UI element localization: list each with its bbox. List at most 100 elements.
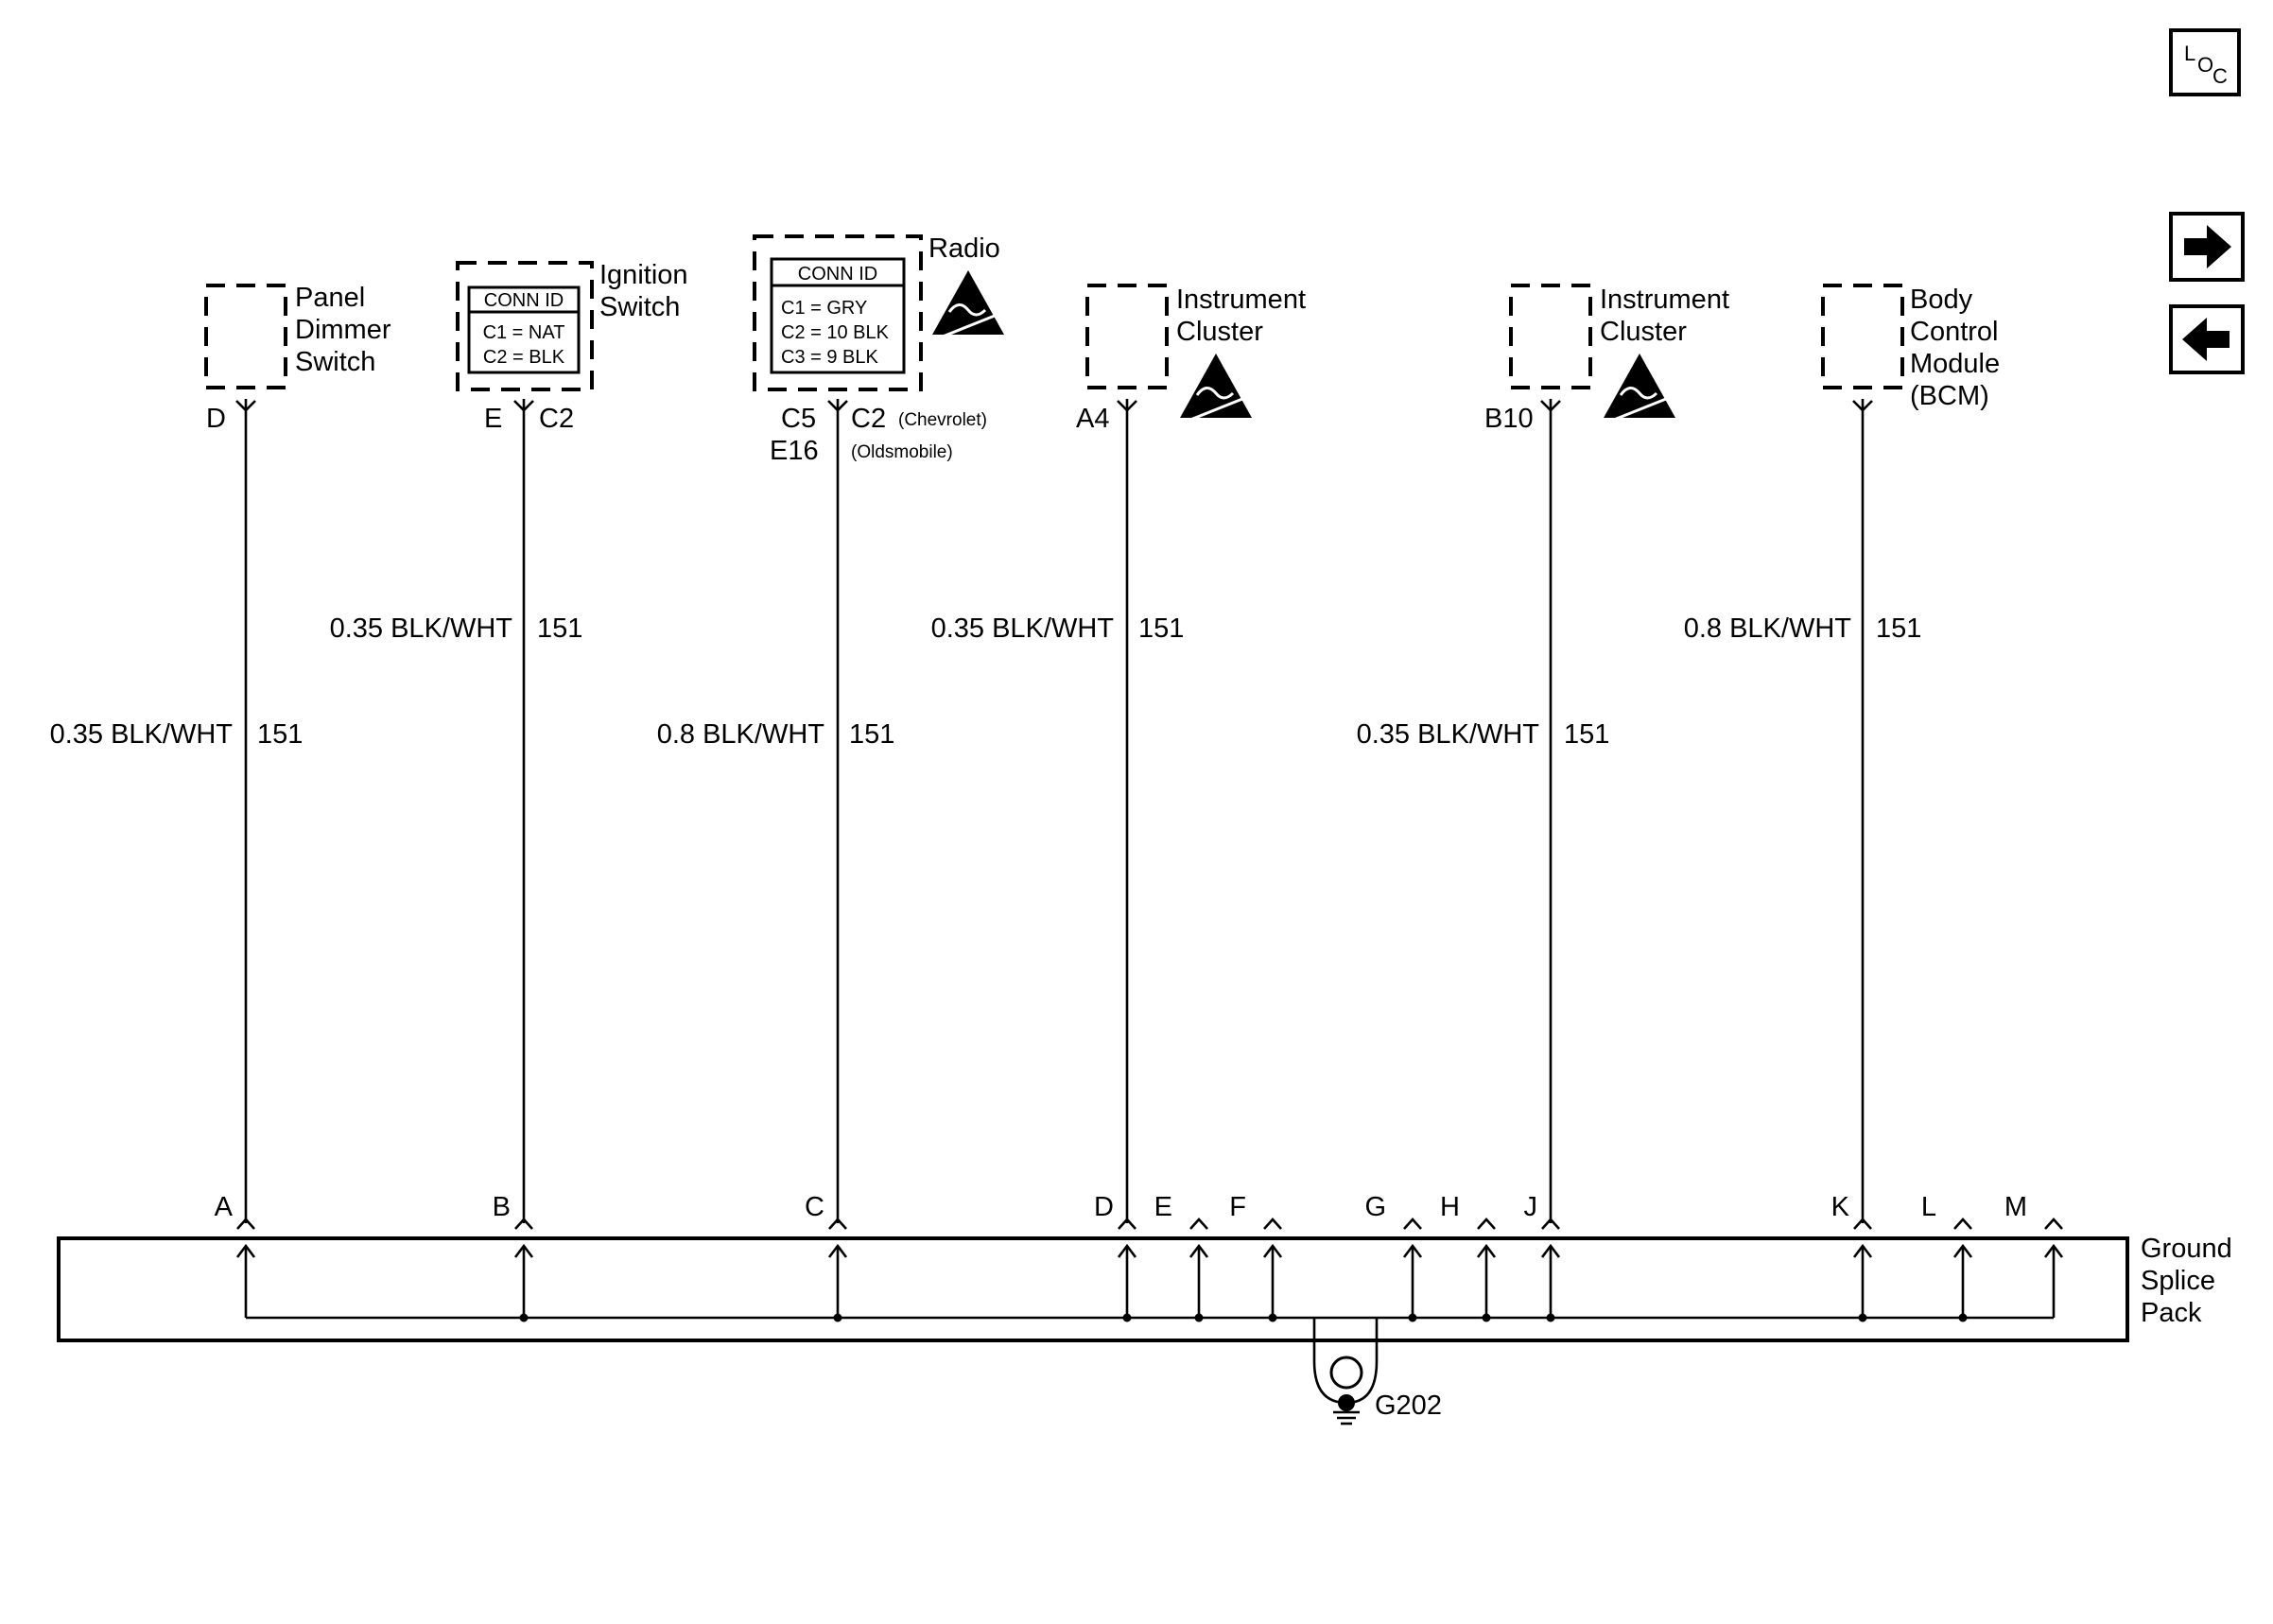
wire-3-spec: 0.8 BLK/WHT <box>657 719 825 750</box>
radio-chevrolet-note: (Chevrolet) <box>898 410 987 430</box>
loc-label-l: L <box>2184 42 2195 65</box>
splice-pin: L <box>1921 1192 1973 1322</box>
instrument-cluster-1-name-1: Instrument <box>1176 285 1306 315</box>
panel-dimmer-name-1: Panel <box>295 283 365 313</box>
splice-pin-label: G <box>1364 1192 1386 1222</box>
splice-pin-label: C <box>805 1192 824 1222</box>
splice-pin: K <box>1831 1192 1873 1322</box>
arrow-right-icon <box>2184 225 2231 268</box>
instrument-cluster-1-name-2: Cluster <box>1176 317 1263 347</box>
splice-pin-label: H <box>1440 1192 1460 1222</box>
splice-name-1: Ground <box>2141 1234 2232 1264</box>
esd-warning-icon <box>1604 354 1676 423</box>
ignition-name-2: Switch <box>599 292 680 322</box>
wire-4-spec: 0.35 BLK/WHT <box>931 613 1115 644</box>
loc-button[interactable]: L O C <box>2169 28 2241 96</box>
ignition-connector: C2 <box>539 404 574 434</box>
ignition-conn-title: CONN ID <box>484 290 564 311</box>
ignition-conn-row-1: C1 = NAT <box>483 322 565 343</box>
wire-2-circuit: 151 <box>537 613 582 644</box>
splice-pin-label: E <box>1154 1192 1172 1222</box>
splice-pin: A <box>215 1192 256 1318</box>
wire-3-circuit: 151 <box>849 719 894 750</box>
splice-pin: B <box>493 1192 534 1322</box>
ground-id: G202 <box>1375 1391 1442 1421</box>
instrument-cluster-2-pin: B10 <box>1484 404 1534 434</box>
splice-name-2: Splice <box>2141 1266 2215 1296</box>
splice-pin-label: J <box>1524 1192 1538 1222</box>
wire-4-circuit: 151 <box>1138 613 1184 644</box>
splice-pin-label: L <box>1921 1192 1936 1222</box>
ignition-name-1: Ignition <box>599 260 688 290</box>
splice-pack-body <box>57 1236 2129 1342</box>
radio-conn-row-2: C2 = 10 BLK <box>781 322 890 343</box>
splice-pin: J <box>1524 1192 1561 1322</box>
instrument-cluster-2-name-2: Cluster <box>1600 317 1687 347</box>
next-page-button[interactable] <box>2169 212 2245 282</box>
wire-5-spec: 0.35 BLK/WHT <box>1357 719 1540 750</box>
wire-radio: 0.8 BLK/WHT 151 <box>657 399 894 1223</box>
radio-oldsmobile-note: (Oldsmobile) <box>851 442 953 462</box>
ignition-conn-row-2: C2 = BLK <box>483 347 565 368</box>
body-control-module: Body Control Module (BCM) <box>1821 284 2000 411</box>
splice-pin: C <box>805 1192 848 1322</box>
radio-connector-chevrolet: C2 <box>851 404 886 434</box>
prev-page-button[interactable] <box>2169 304 2245 374</box>
ignition-conn-id-table <box>467 285 581 374</box>
radio-conn-id-table <box>770 257 906 374</box>
splice-pin: M <box>2004 1192 2064 1318</box>
wire-6-circuit: 151 <box>1876 613 1921 644</box>
wire-1-circuit: 151 <box>257 719 303 750</box>
ground-eyelet <box>1329 1356 1363 1390</box>
wire-bcm: 0.8 BLK/WHT 151 <box>1684 399 1921 1223</box>
splice-pin-label: M <box>2004 1192 2027 1222</box>
splice-pin: E <box>1154 1192 1209 1322</box>
wire-ignition: 0.35 BLK/WHT 151 <box>330 399 582 1223</box>
radio-conn-row-1: C1 = GRY <box>781 298 867 319</box>
splice-pin-label: B <box>493 1192 511 1222</box>
wire-instrument-cluster-1: 0.35 BLK/WHT 151 <box>931 399 1184 1223</box>
radio: CONN ID C1 = GRY C2 = 10 BLK C3 = 9 BLK … <box>753 233 1005 466</box>
instrument-cluster-2-name-1: Instrument <box>1600 285 1729 315</box>
loc-label-c: C <box>2212 64 2228 88</box>
instrument-cluster-1-pin: A4 <box>1076 404 1109 434</box>
splice-pin-label: A <box>215 1192 234 1222</box>
bcm-name-2: Control <box>1910 317 1999 347</box>
esd-warning-icon <box>932 270 1005 340</box>
radio-conn-row-3: C3 = 9 BLK <box>781 347 879 368</box>
instrument-cluster-2-box <box>1509 284 1592 389</box>
radio-box <box>753 234 923 391</box>
ignition-pin: E <box>484 404 502 434</box>
splice-pin: G <box>1364 1192 1423 1322</box>
ground-splice-pack: Ground Splice Pack A B C D E F G H J K L M <box>57 1192 2232 1342</box>
ignition-switch: CONN ID C1 = NAT C2 = BLK Ignition Switc… <box>456 260 688 434</box>
splice-name-3: Pack <box>2141 1298 2202 1328</box>
splice-pin: D <box>1094 1192 1137 1322</box>
bcm-name-3: Module <box>1910 349 2000 379</box>
wire-5-circuit: 151 <box>1564 719 1609 750</box>
instrument-cluster-2: Instrument Cluster B10 <box>1484 284 1729 434</box>
splice-pin: F <box>1229 1192 1283 1322</box>
loc-label-o: O <box>2197 53 2213 77</box>
instrument-cluster-1: Instrument Cluster A4 <box>1076 284 1306 434</box>
radio-pin-chevrolet: C5 <box>781 404 816 434</box>
wire-6-spec: 0.8 BLK/WHT <box>1684 613 1852 644</box>
ignition-box <box>456 261 594 391</box>
bcm-name-4: (BCM) <box>1910 381 1989 411</box>
wire-panel-dimmer: 0.35 BLK/WHT 151 <box>50 399 303 1223</box>
instrument-cluster-1-box <box>1085 284 1169 389</box>
bcm-name-1: Body <box>1910 285 1973 315</box>
arrow-left-icon <box>2182 318 2230 361</box>
splice-pin-label: D <box>1094 1192 1114 1222</box>
wire-instrument-cluster-2: 0.35 BLK/WHT 151 <box>1357 399 1609 1223</box>
radio-conn-title: CONN ID <box>798 264 877 285</box>
panel-dimmer-switch: Panel Dimmer Switch D <box>204 283 391 434</box>
splice-pin-label: K <box>1831 1192 1850 1222</box>
wire-2-spec: 0.35 BLK/WHT <box>330 613 513 644</box>
panel-dimmer-name-3: Switch <box>295 347 375 377</box>
panel-dimmer-name-2: Dimmer <box>295 315 391 345</box>
panel-dimmer-pin: D <box>206 404 226 434</box>
radio-pin-oldsmobile: E16 <box>770 436 819 466</box>
